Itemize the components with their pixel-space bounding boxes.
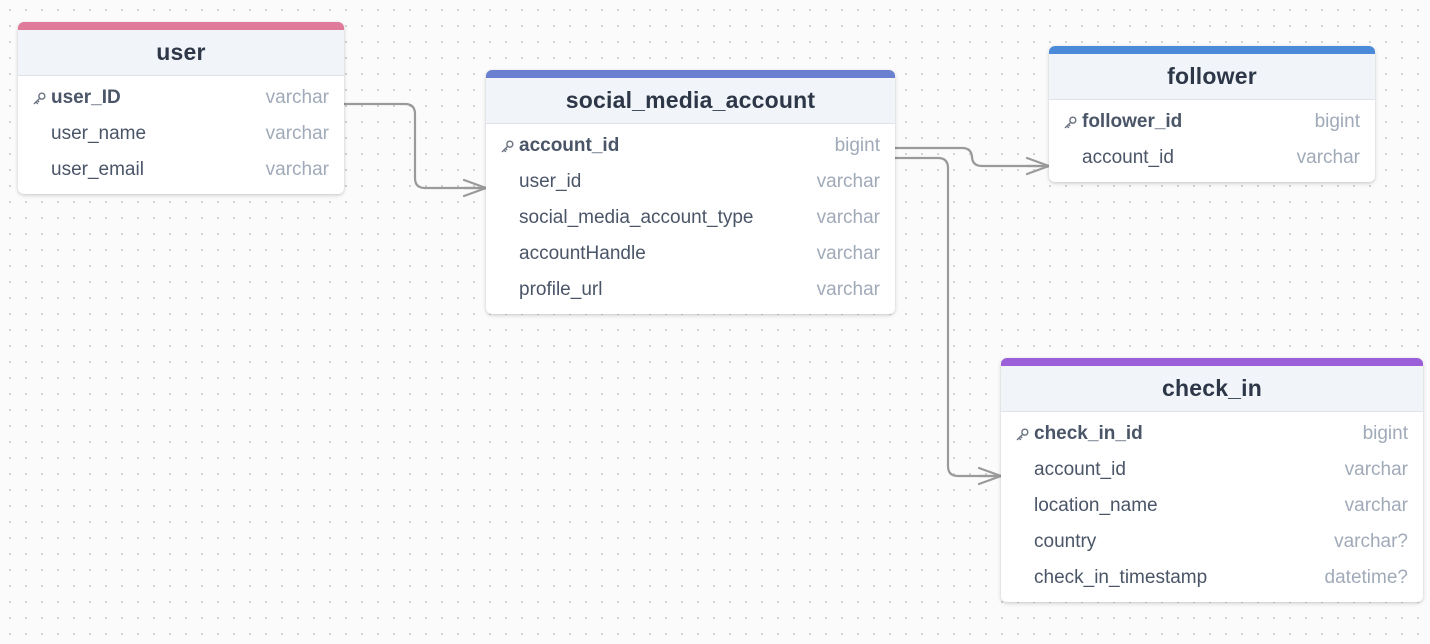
column-type: bigint [834,135,880,156]
column-type: varchar [1296,147,1360,168]
column-row-user-id[interactable]: user_ID varchar [18,80,344,116]
column-type: varchar [265,123,329,144]
column-row-check-in-id[interactable]: check_in_id bigint [1001,416,1423,452]
column-name: account_id [519,135,620,156]
column-row-location-name[interactable]: location_name varchar [1001,488,1423,524]
column-type: varchar? [1334,531,1408,552]
key-icon [500,139,519,154]
column-type: datetime? [1324,567,1408,588]
column-type: bigint [1362,423,1408,444]
column-name: follower_id [1082,111,1183,132]
column-name: location_name [1034,495,1158,516]
column-type: varchar [265,159,329,180]
table-color-bar [1049,46,1375,54]
column-name: user_id [519,171,582,192]
column-row-country[interactable]: country varchar? [1001,524,1423,560]
column-name: user_name [51,123,147,144]
column-type: varchar [1344,459,1408,480]
table-social-media-account[interactable]: social_media_account account_id bigint use… [486,70,895,314]
column-type: varchar [265,87,329,108]
column-name: social_media_account_type [519,207,754,228]
column-name: profile_url [519,279,603,300]
column-name: user_email [51,159,144,180]
column-row-account-id[interactable]: account_id bigint [486,128,895,164]
column-name: user_ID [51,87,121,108]
column-row-account-id[interactable]: account_id varchar [1001,452,1423,488]
column-row-check-in-timestamp[interactable]: check_in_timestamp datetime? [1001,560,1423,596]
column-row-accounthandle[interactable]: accountHandle varchar [486,236,895,272]
column-row-user-id[interactable]: user_id varchar [486,164,895,200]
key-icon [1015,427,1034,442]
column-name: account_id [1082,147,1174,168]
table-title: social_media_account [486,78,895,124]
table-color-bar [486,70,895,78]
column-type: varchar [1344,495,1408,516]
column-name: account_id [1034,459,1126,480]
table-title: follower [1049,54,1375,100]
relationship-account-to-follower[interactable] [893,146,1051,176]
column-type: varchar [816,279,880,300]
column-type: bigint [1314,111,1360,132]
relationship-user-to-social-media-account[interactable] [342,102,488,198]
table-title: check_in [1001,366,1423,412]
column-type: varchar [816,207,880,228]
column-name: check_in_id [1034,423,1143,444]
table-title: user [18,30,344,76]
key-icon [32,91,51,106]
column-list: follower_id bigint account_id varchar [1049,100,1375,182]
column-name: check_in_timestamp [1034,567,1208,588]
column-row-account-id[interactable]: account_id varchar [1049,140,1375,176]
column-row-profile-url[interactable]: profile_url varchar [486,272,895,308]
table-follower[interactable]: follower follower_id bigint account_id varc… [1049,46,1375,182]
column-row-follower-id[interactable]: follower_id bigint [1049,104,1375,140]
column-row-user-name[interactable]: user_name varchar [18,116,344,152]
column-name: country [1034,531,1097,552]
column-row-social-media-account-type[interactable]: social_media_account_type varchar [486,200,895,236]
column-name: accountHandle [519,243,646,264]
column-type: varchar [816,243,880,264]
column-row-user-email[interactable]: user_email varchar [18,152,344,188]
key-icon [1063,115,1082,130]
relationship-account-to-check-in[interactable] [893,156,1003,486]
column-type: varchar [816,171,880,192]
table-color-bar [1001,358,1423,366]
table-color-bar [18,22,344,30]
